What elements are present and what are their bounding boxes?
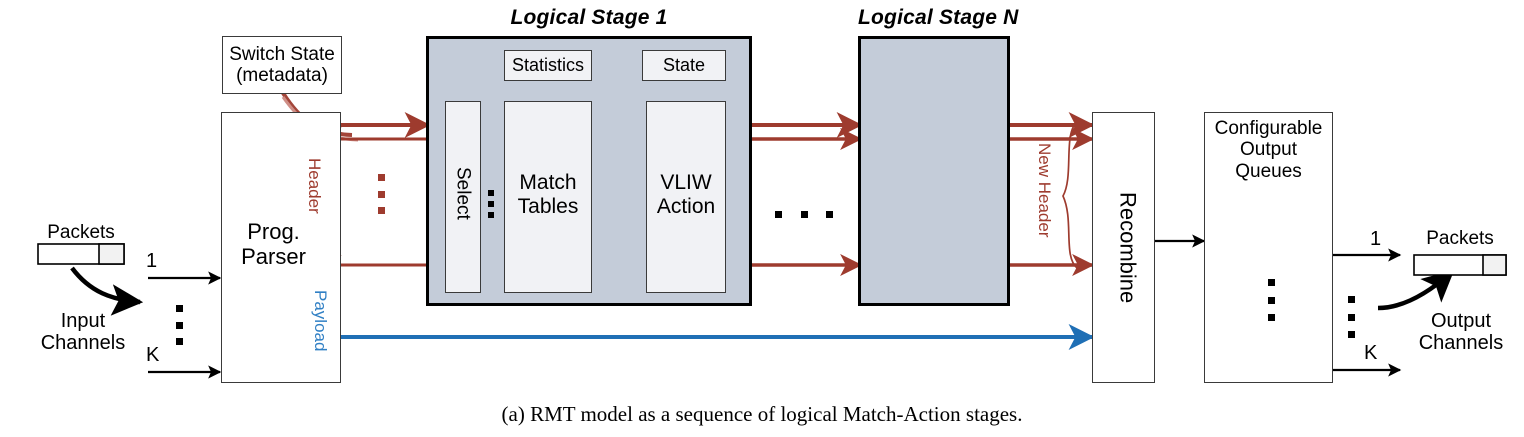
payload-label: Payload (311, 290, 331, 352)
packet-glyph-output (1413, 254, 1507, 276)
output-channels-ellipsis (1348, 296, 1355, 338)
output-packet-curve-arrow (1377, 269, 1455, 311)
input-channel-k-label: K (146, 344, 160, 366)
input-channels-label: Input Channels (40, 310, 126, 355)
prog-parser-label: Prog. Parser (241, 219, 306, 269)
output-queues-label: Configurable Output Queues (1214, 118, 1323, 182)
recombine-label: Recombine (1115, 192, 1141, 304)
stage1-title: Logical Stage 1 (510, 6, 668, 29)
select-label: Select (452, 167, 474, 220)
packet-glyph-input (37, 243, 125, 265)
output-channel-1-label: 1 (1370, 228, 1382, 250)
state-label: State (662, 55, 706, 76)
new-header-label: New Header (1035, 143, 1055, 238)
output-queues-ellipsis (1268, 279, 1275, 321)
recombine-box (1092, 112, 1155, 383)
match-tables-box (504, 101, 592, 293)
stageN-title: Logical Stage N (858, 6, 1019, 29)
input-packets-label: Packets (47, 222, 115, 243)
header-label: Header (305, 158, 325, 214)
figure-caption: (a) RMT model as a sequence of logical M… (501, 402, 1023, 426)
new-header-brace (1062, 121, 1078, 269)
output-queues-box (1204, 112, 1333, 383)
input-channel-1-label: 1 (146, 250, 158, 272)
state-box (642, 50, 726, 81)
switch-state-label: Switch State (metadata) (229, 43, 335, 86)
input-channels-ellipsis (176, 305, 183, 345)
output-channels-label: Output Channels (1418, 310, 1504, 355)
stageN-box (858, 36, 1010, 306)
match-tables-label: Match Tables (517, 171, 579, 218)
prog-parser-box (221, 112, 341, 383)
output-packets-label: Packets (1426, 228, 1494, 249)
input-packet-curve-arrow (70, 266, 144, 316)
switch-state-box (222, 36, 342, 94)
statistics-box (504, 50, 592, 81)
stages-ellipsis (775, 210, 833, 219)
output-channel-k-label: K (1364, 342, 1378, 364)
select-ellipsis (488, 190, 494, 218)
select-box (445, 101, 481, 293)
vliw-action-label: VLIW Action (656, 171, 716, 218)
header-channel-ellipsis (378, 174, 385, 214)
vliw-action-box (646, 101, 726, 293)
statistics-label: Statistics (511, 55, 585, 76)
